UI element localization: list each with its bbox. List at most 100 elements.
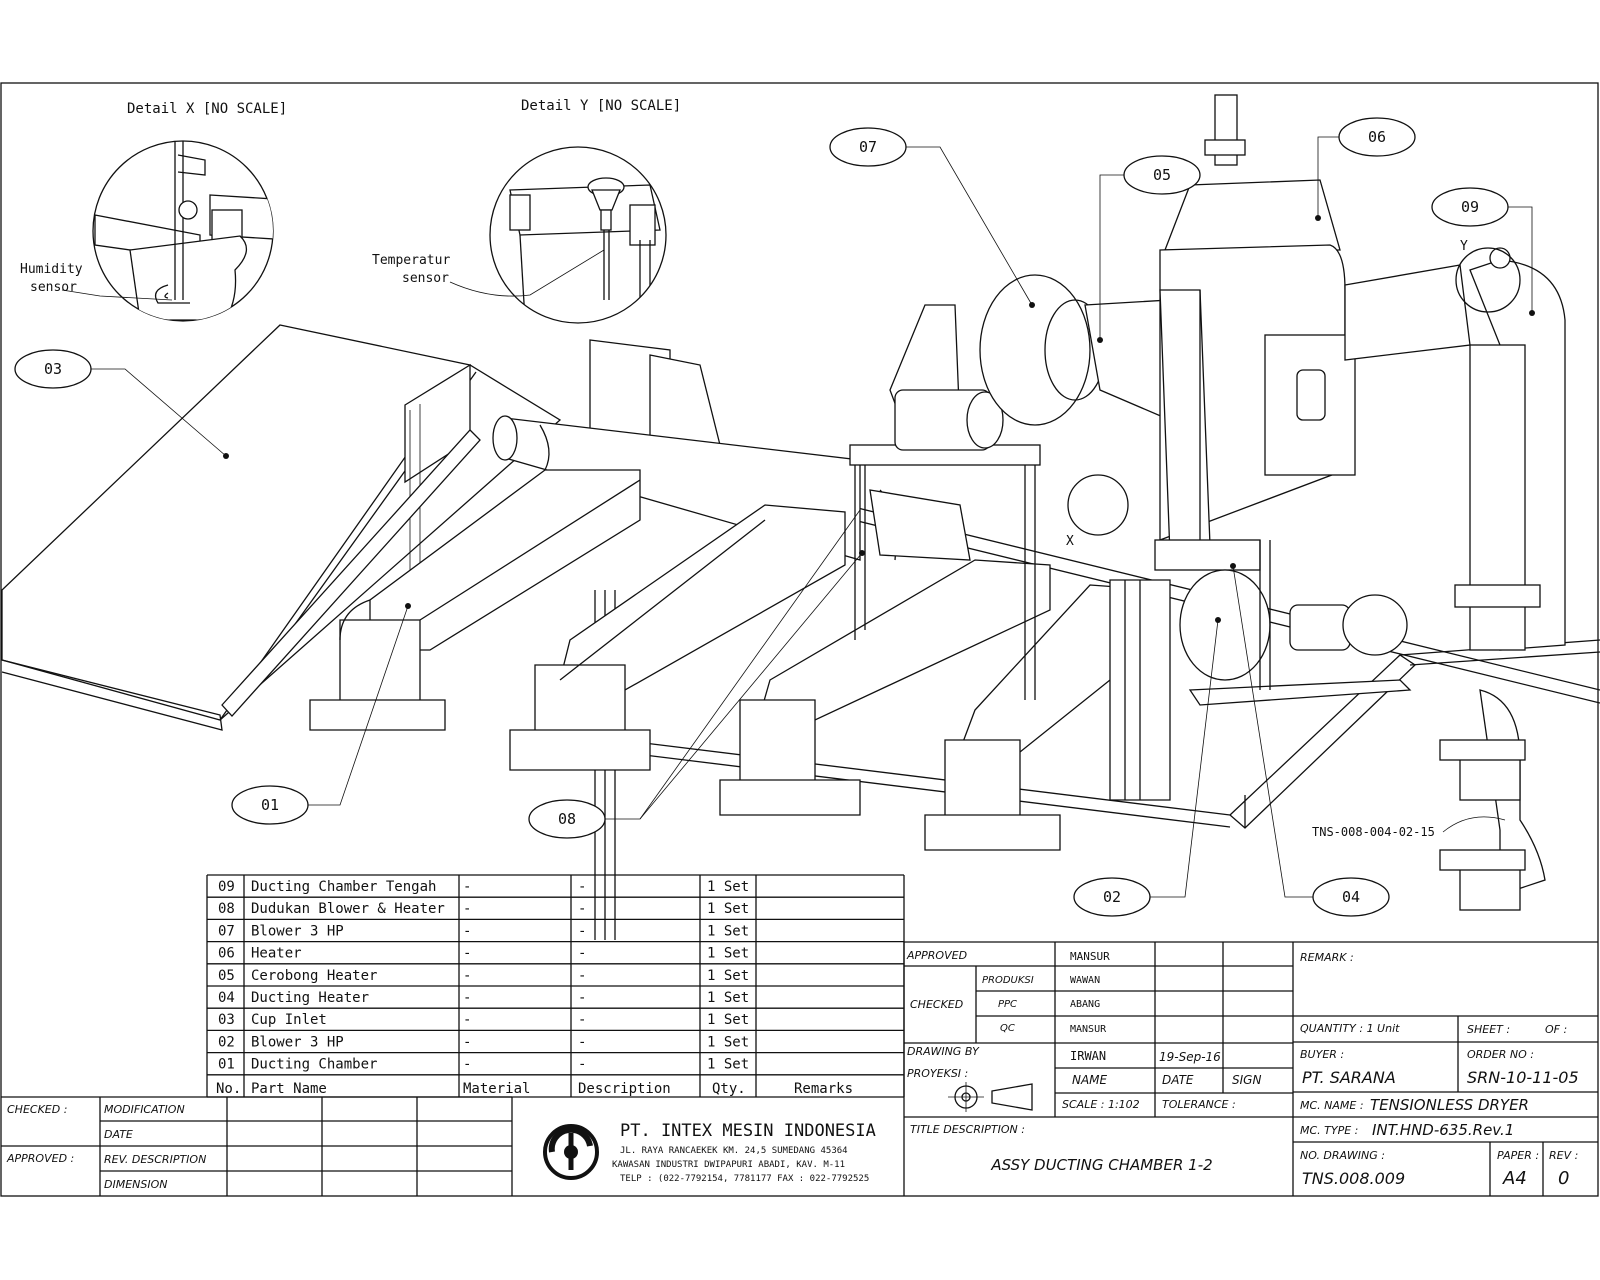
part-qty: 1 Set <box>707 1034 749 1050</box>
temperature-sensor-label-1: Temperatur <box>372 253 450 268</box>
approved-name: MANSUR <box>1070 950 1110 963</box>
title-description-label: TITLE DESCRIPTION : <box>910 1123 1025 1136</box>
drawing-by-name: IRWAN <box>1070 1049 1106 1063</box>
part-description: - <box>578 923 586 939</box>
date-label: DATE <box>1162 1073 1194 1087</box>
order-no-label: ORDER NO : <box>1467 1048 1534 1061</box>
remark-label: REMARK : <box>1300 951 1354 964</box>
part-description: - <box>578 968 586 984</box>
qc-name: MANSUR <box>1070 1024 1107 1035</box>
company-block: PT. INTEX MESIN INDONESIA JL. RAYA RANCA… <box>543 1121 876 1184</box>
parts-header-remarks: Remarks <box>794 1081 853 1097</box>
approved-label: APPROVED <box>906 949 967 962</box>
quantity-value: QUANTITY : 1 Unit <box>1300 1022 1400 1035</box>
rev-description-label: REV. DESCRIPTION <box>104 1153 206 1166</box>
part-qty: 1 Set <box>707 946 749 962</box>
part-material: - <box>463 879 471 895</box>
detail-y: Detail Y [NO SCALE] Temperatur sensor <box>372 98 681 324</box>
part-qty: 1 Set <box>707 1057 749 1073</box>
part-name: Dudukan Blower & Heater <box>251 901 445 917</box>
balloon-02-label: 02 <box>1103 888 1121 906</box>
part-name: Cup Inlet <box>251 1012 327 1028</box>
balloon-callouts: 03 07 05 06 09 01 08 02 <box>14 117 1535 917</box>
heater-06-drawing <box>1154 94 1356 571</box>
part-material: - <box>463 1057 471 1073</box>
scale-value: SCALE : 1:102 <box>1062 1098 1140 1111</box>
detail-y-title: Detail Y [NO SCALE] <box>521 98 681 114</box>
part-name: Cerobong Heater <box>251 968 377 984</box>
part-material: - <box>463 901 471 917</box>
revision-block: CHECKED : APPROVED : MODIFICATION DATE R… <box>1 1096 513 1196</box>
part-qty: 1 Set <box>707 968 749 984</box>
no-drawing-value: TNS.008.009 <box>1302 1169 1405 1188</box>
rev-checked-label: CHECKED : <box>7 1103 67 1116</box>
assembly-illustration <box>1 94 1600 940</box>
proyeksi-label: PROYEKSI : <box>907 1067 968 1080</box>
name-label: NAME <box>1072 1073 1108 1087</box>
part-name: Blower 3 HP <box>251 1034 344 1050</box>
part-material: - <box>463 1012 471 1028</box>
rev-modification-label: MODIFICATION <box>104 1103 185 1116</box>
of-label: OF : <box>1545 1023 1567 1036</box>
buyer-value: PT. SARANA <box>1302 1068 1396 1087</box>
part-no: 02 <box>218 1034 235 1050</box>
parts-header-no: No. <box>216 1081 241 1097</box>
part-name: Heater <box>251 946 302 962</box>
sign-label: SIGN <box>1232 1073 1261 1087</box>
no-drawing-label: NO. DRAWING : <box>1300 1149 1385 1162</box>
buyer-label: BUYER : <box>1300 1048 1344 1061</box>
balloon-04-label: 04 <box>1342 888 1360 906</box>
mc-name-label: MC. NAME : <box>1300 1099 1364 1112</box>
paper-label: PAPER : <box>1497 1149 1539 1162</box>
humidity-sensor-label-2: sensor <box>30 280 77 295</box>
rev-label: REV : <box>1549 1149 1578 1162</box>
part-description: - <box>578 1012 586 1028</box>
balloon-06-label: 06 <box>1368 128 1386 146</box>
balloon-03-label: 03 <box>44 360 62 378</box>
part-no: 08 <box>218 901 235 917</box>
balloon-08-label: 08 <box>558 810 576 828</box>
projection-symbol <box>948 1082 1033 1112</box>
drawing-by-label: DRAWING BY <box>907 1045 980 1058</box>
rev-dimension-label: DIMENSION <box>104 1178 168 1191</box>
part-material: - <box>463 1034 471 1050</box>
drawing-reference-label: TNS-008-004-02-15 <box>1312 825 1435 839</box>
mc-type-value: INT.HND-635.Rev.1 <box>1372 1121 1514 1139</box>
part-description: - <box>578 1034 586 1050</box>
part-description: - <box>578 990 586 1006</box>
company-address-1: JL. RAYA RANCAEKEK KM. 24,5 SUMEDANG 453… <box>620 1146 848 1156</box>
cup-inlet-drawing <box>1 324 562 731</box>
blower-07-drawing <box>849 274 1171 700</box>
part-qty: 1 Set <box>707 879 749 895</box>
part-no: 04 <box>218 990 235 1006</box>
part-description: - <box>578 1057 586 1073</box>
part-material: - <box>463 990 471 1006</box>
detail-x-title: Detail X [NO SCALE] <box>127 101 287 117</box>
humidity-sensor-label-1: Humidity <box>20 262 83 277</box>
rev-value: 0 <box>1558 1168 1569 1189</box>
produksi-label: PRODUKSI <box>982 975 1034 986</box>
blower-02-drawing <box>1109 540 1412 801</box>
part-name: Ducting Heater <box>251 990 369 1006</box>
parts-header-material: Material <box>463 1081 530 1097</box>
mc-name-value: TENSIONLESS DRYER <box>1370 1096 1529 1114</box>
part-qty: 1 Set <box>707 923 749 939</box>
duct-08-drawing <box>509 504 846 771</box>
part-no: 01 <box>218 1057 235 1073</box>
drawing-title: ASSY DUCTING CHAMBER 1-2 <box>990 1156 1212 1174</box>
detail-y-marker: Y <box>1460 239 1468 254</box>
company-logo <box>543 1124 599 1180</box>
part-no: 09 <box>218 879 235 895</box>
temperature-sensor-label-2: sensor <box>402 271 449 286</box>
qc-label: QC <box>1000 1023 1015 1034</box>
sheet-label: SHEET : <box>1467 1023 1510 1036</box>
part-qty: 1 Set <box>707 1012 749 1028</box>
checked-label: CHECKED <box>910 998 963 1011</box>
detail-x: Detail X [NO SCALE] Humidity sensor <box>20 101 287 322</box>
rev-date-label: DATE <box>104 1128 133 1141</box>
title-block: APPROVED MANSUR CHECKED PRODUKSI WAWAN P… <box>903 941 1598 1196</box>
part-qty: 1 Set <box>707 990 749 1006</box>
tolerance-label: TOLERANCE : <box>1162 1098 1236 1111</box>
